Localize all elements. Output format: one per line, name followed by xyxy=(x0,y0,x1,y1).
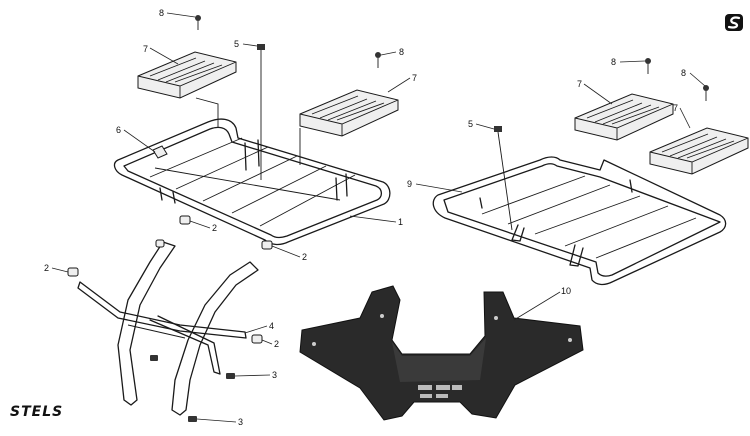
rear-rack-frame xyxy=(432,156,727,286)
bolt-part-3-a xyxy=(226,373,235,379)
callout-9: 9 xyxy=(407,179,412,189)
rubber-cap-2-d xyxy=(251,334,263,344)
callout-2-a: 2 xyxy=(212,223,217,233)
callout-8-top: 8 xyxy=(159,8,164,18)
bolt-part-8-right-b xyxy=(703,85,709,101)
callout-3-b: 3 xyxy=(238,417,243,427)
front-rack-frame xyxy=(113,118,391,246)
callout-8-right-a: 8 xyxy=(611,57,616,67)
callout-7-left-upper: 7 xyxy=(143,44,148,54)
bolt-part-8-top xyxy=(195,15,201,30)
cargo-pad-left-lower xyxy=(299,89,399,137)
callout-5-right: 5 xyxy=(468,119,473,129)
stels-logo: STELS xyxy=(10,404,63,420)
bolt-part-3-b xyxy=(188,416,197,422)
callout-7-right-lower: 7 xyxy=(673,103,678,113)
bolt-part-5-right xyxy=(494,126,513,231)
s-logo-icon xyxy=(725,14,743,31)
cargo-pad-left-upper xyxy=(137,51,237,99)
bolt-part-8-right-a xyxy=(645,58,651,74)
bolt-part-8-right xyxy=(375,52,381,68)
callout-labels: 8 7 5 8 7 6 1 2 2 2 4 2 3 3 5 8 8 7 7 9 … xyxy=(44,8,686,427)
bracket-part-6 xyxy=(152,145,168,159)
callout-5-left: 5 xyxy=(234,39,239,49)
callout-10: 10 xyxy=(561,286,571,296)
callout-6: 6 xyxy=(116,125,121,135)
callout-2-c: 2 xyxy=(44,263,49,273)
callout-8-right-b: 8 xyxy=(681,68,686,78)
leader-lines xyxy=(51,12,706,423)
plastic-front-cover xyxy=(299,285,584,421)
callout-3-a: 3 xyxy=(272,370,277,380)
rubber-cap-2-b xyxy=(261,240,273,250)
rubber-cap-2-a xyxy=(179,215,191,225)
bolt-part-3-c xyxy=(150,355,158,361)
callout-7-right-upper: 7 xyxy=(577,79,582,89)
callout-2-b: 2 xyxy=(302,252,307,262)
cargo-pad-right-lower xyxy=(649,127,749,175)
callout-2-d: 2 xyxy=(274,339,279,349)
callout-8-left: 8 xyxy=(399,47,404,57)
callout-4: 4 xyxy=(269,321,274,331)
support-stays xyxy=(77,241,259,416)
rubber-cap-2-c xyxy=(67,267,79,277)
rubber-cap-2-e xyxy=(155,239,165,248)
bolt-part-5-left xyxy=(257,44,265,150)
cargo-pad-right-upper xyxy=(574,93,674,141)
callout-7-left-lower: 7 xyxy=(412,73,417,83)
callout-1: 1 xyxy=(398,217,403,227)
